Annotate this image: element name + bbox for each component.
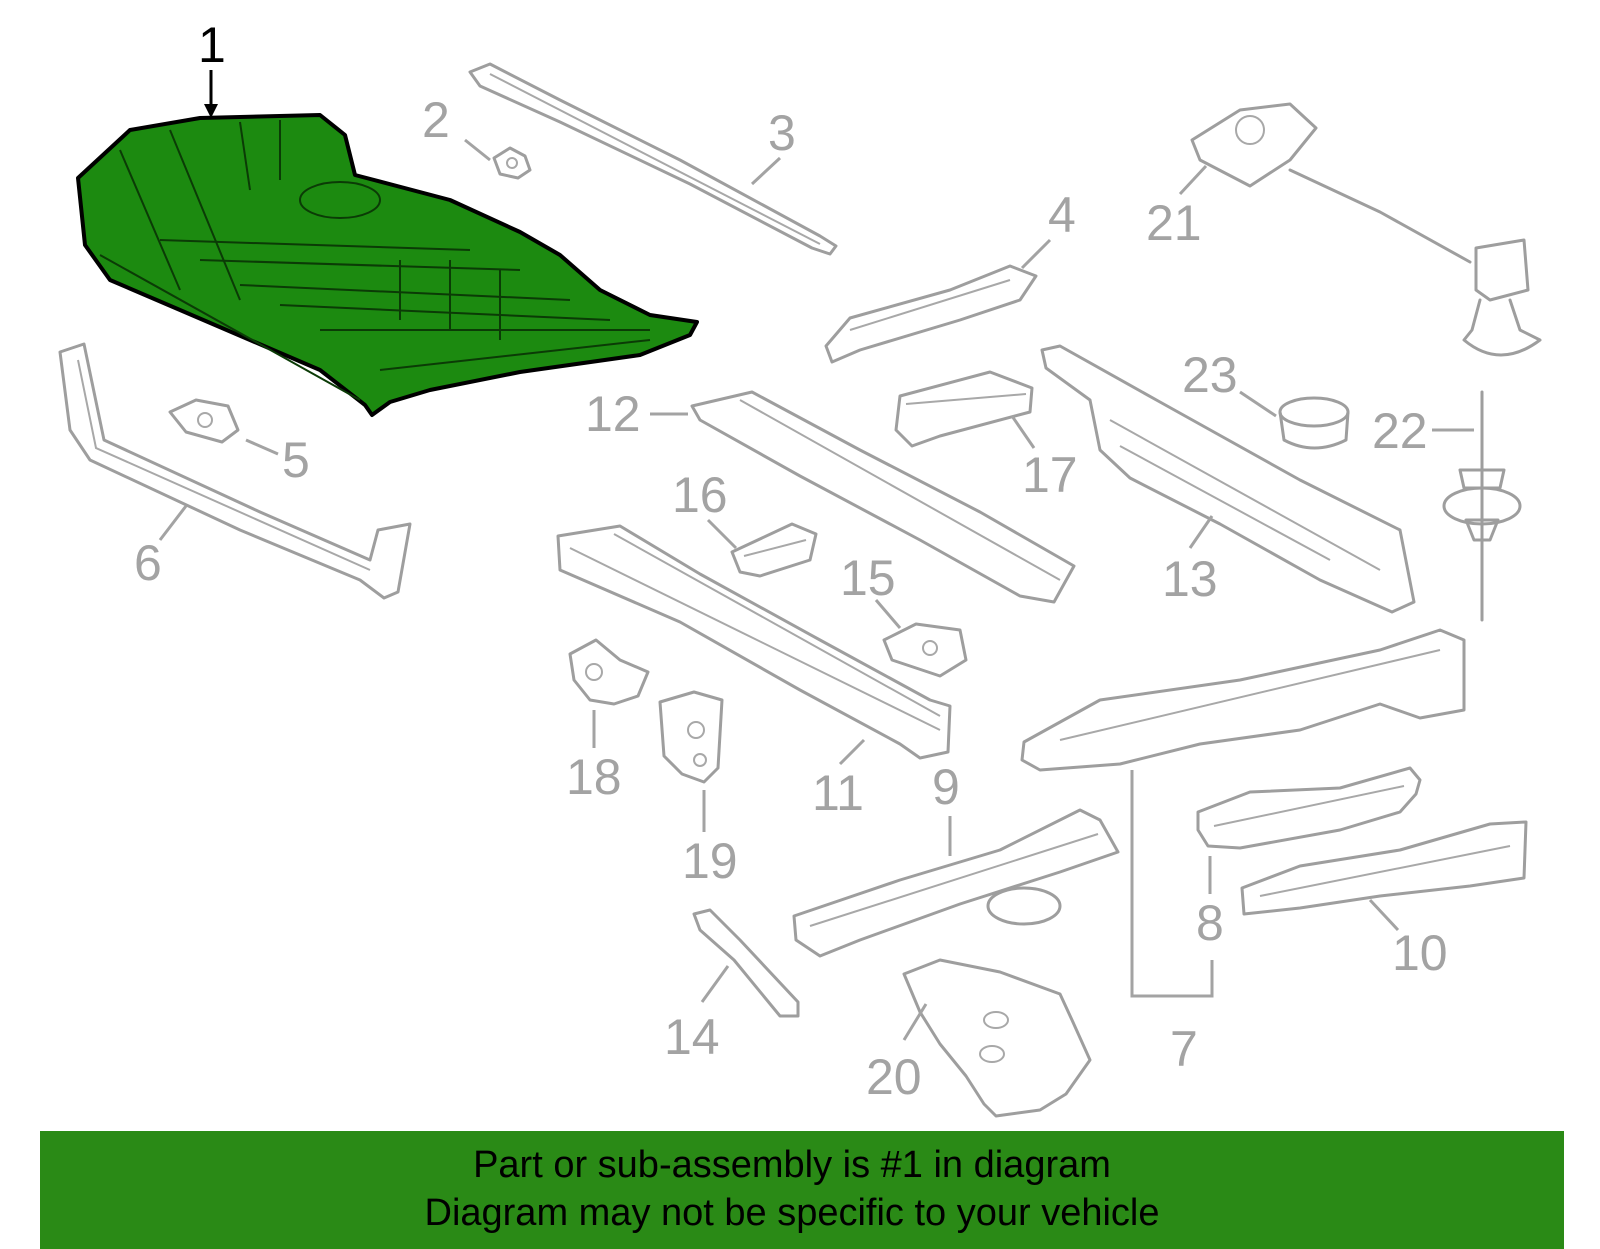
part-2-bracket[interactable] — [492, 146, 532, 180]
callout-16: 16 — [672, 467, 738, 550]
svg-text:6: 6 — [134, 535, 162, 591]
part-22-bolt[interactable] — [1442, 390, 1522, 622]
part-12-crossmember[interactable] — [690, 390, 1076, 604]
svg-text:9: 9 — [932, 759, 960, 815]
svg-text:11: 11 — [812, 765, 864, 821]
callout-17: 17 — [1010, 415, 1078, 503]
part-6-side-sill[interactable] — [58, 342, 412, 600]
callout-22: 22 — [1372, 403, 1474, 459]
svg-text:4: 4 — [1048, 187, 1076, 243]
banner-line-2: Diagram may not be specific to your vehi… — [424, 1192, 1160, 1234]
svg-text:10: 10 — [1392, 925, 1448, 981]
part-8-member[interactable] — [1196, 766, 1422, 850]
part-17-bracket[interactable] — [894, 370, 1034, 448]
callout-3: 3 — [750, 105, 796, 186]
svg-text:3: 3 — [768, 105, 796, 161]
callout-2: 2 — [422, 92, 491, 162]
svg-text:14: 14 — [664, 1009, 720, 1065]
svg-text:7: 7 — [1170, 1021, 1198, 1077]
banner-line-1: Part or sub-assembly is #1 in diagram — [473, 1144, 1111, 1186]
part-3-crossmember[interactable] — [468, 62, 838, 256]
callout-9: 9 — [932, 759, 960, 856]
svg-text:17: 17 — [1022, 447, 1078, 503]
part-16-bracket[interactable] — [730, 522, 818, 578]
part-23-plug[interactable] — [1278, 396, 1350, 450]
svg-text:22: 22 — [1372, 403, 1428, 459]
part-11-side-member[interactable] — [556, 524, 952, 760]
svg-text:5: 5 — [282, 432, 310, 488]
svg-text:16: 16 — [672, 467, 728, 523]
callout-20: 20 — [866, 1003, 928, 1105]
part-15-bracket[interactable] — [882, 622, 968, 678]
svg-text:23: 23 — [1182, 347, 1238, 403]
part-14-brace[interactable] — [692, 908, 800, 1018]
svg-text:1: 1 — [198, 17, 226, 73]
part-10-member[interactable] — [1240, 820, 1528, 916]
callout-4: 4 — [1020, 187, 1076, 270]
part-9-member[interactable] — [792, 808, 1120, 958]
part-21-spare-carrier[interactable] — [1190, 102, 1542, 357]
callout-6: 6 — [134, 505, 188, 591]
svg-text:18: 18 — [566, 749, 622, 805]
callout-23: 23 — [1182, 347, 1277, 418]
part-4-member[interactable] — [824, 264, 1038, 364]
svg-text:20: 20 — [866, 1049, 922, 1105]
callout-10: 10 — [1368, 898, 1448, 981]
part-19-bracket[interactable] — [658, 690, 724, 784]
callout-7: 7 — [1130, 770, 1214, 1077]
part-18-bracket[interactable] — [568, 638, 650, 706]
svg-text:21: 21 — [1146, 195, 1202, 251]
callout-8: 8 — [1196, 856, 1224, 951]
part-5-plate[interactable] — [168, 398, 240, 444]
callout-15: 15 — [840, 550, 902, 629]
part-7-frame-assembly[interactable] — [1020, 628, 1466, 772]
callout-21: 21 — [1146, 164, 1208, 251]
callout-12: 12 — [585, 386, 688, 442]
callout-1: 1 — [198, 17, 226, 118]
callout-5: 5 — [245, 432, 310, 488]
callout-14: 14 — [664, 965, 730, 1065]
part-20-bracket[interactable] — [902, 958, 1092, 1118]
svg-text:13: 13 — [1162, 551, 1218, 607]
callout-11: 11 — [812, 738, 866, 821]
callout-13: 13 — [1162, 515, 1218, 607]
svg-text:19: 19 — [682, 833, 738, 889]
svg-text:12: 12 — [585, 386, 641, 442]
info-banner: Part or sub-assembly is #1 in diagram Di… — [40, 1131, 1564, 1249]
callout-18: 18 — [566, 710, 622, 805]
part-1-floor-pan[interactable] — [76, 113, 699, 417]
part-13-frame-rail[interactable] — [1040, 344, 1416, 614]
svg-text:2: 2 — [422, 92, 450, 148]
svg-text:8: 8 — [1196, 895, 1224, 951]
callout-19: 19 — [682, 790, 738, 889]
svg-text:15: 15 — [840, 550, 896, 606]
